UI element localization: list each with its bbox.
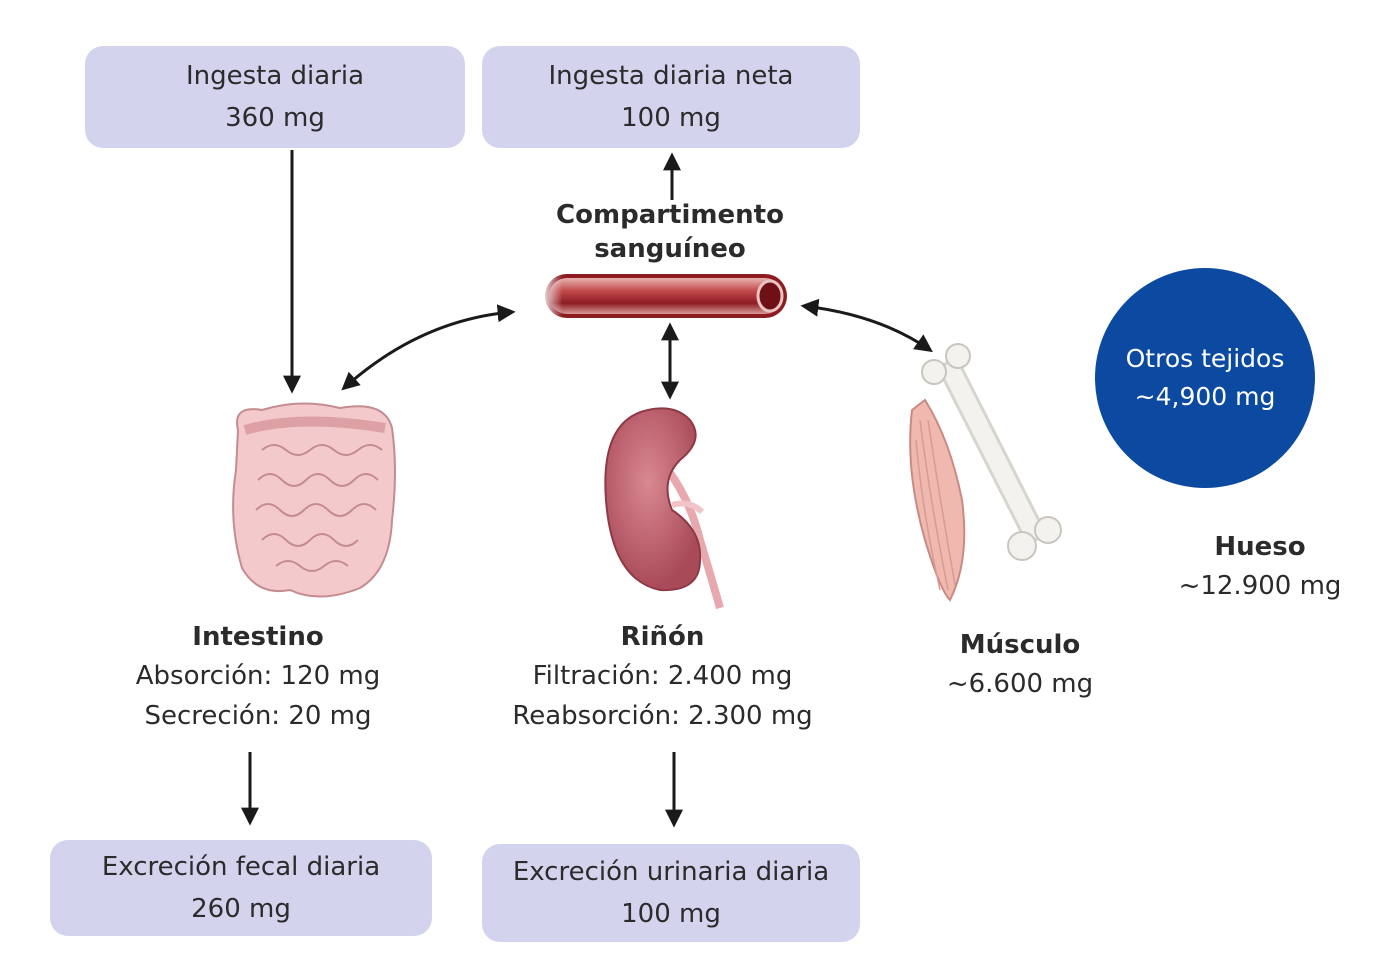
flow-arrows — [241, 150, 933, 828]
bone-icon — [921, 343, 1062, 561]
urinary-title: Excreción urinaria diaria — [512, 857, 830, 887]
muscle-value: ~6.600 mg — [946, 669, 1094, 699]
blood-title-line1: Compartimento — [556, 200, 784, 230]
blood-compartment-title: Compartimento sanguíneo — [520, 198, 820, 266]
kidney-title: Riñón — [620, 622, 705, 652]
other-tissues-circle: Otros tejidos ~4,900 mg — [1095, 268, 1315, 488]
net-intake-box: Ingesta diaria neta 100 mg — [482, 46, 860, 148]
arrow-blood-intestine — [341, 304, 516, 391]
intestine-icon — [232, 402, 396, 598]
net-intake-title: Ingesta diaria neta — [548, 61, 794, 91]
net-intake-value: 100 mg — [621, 103, 721, 133]
kidney-filtration: Filtración: 2.400 mg — [532, 661, 793, 691]
muscle-icon — [909, 398, 966, 602]
bone-title: Hueso — [1214, 532, 1306, 562]
bone-label: Hueso ~12.900 mg — [1160, 528, 1360, 606]
urinary-value: 100 mg — [621, 899, 721, 929]
blood-vessel-icon — [540, 270, 787, 322]
intestine-absorption: Absorción: 120 mg — [135, 661, 381, 691]
kidney-icon — [604, 407, 724, 610]
muscle-label: Músculo ~6.600 mg — [920, 626, 1120, 704]
intestine-secretion: Secreción: 20 mg — [144, 701, 372, 731]
intestine-title: Intestino — [192, 622, 324, 652]
arrow-blood-muscle — [800, 298, 933, 353]
other-tissues-title: Otros tejidos — [1125, 344, 1285, 373]
kidney-label: Riñón Filtración: 2.400 mg Reabsorción: … — [490, 618, 835, 736]
muscle-title: Músculo — [959, 630, 1081, 660]
blood-title-line2: sanguíneo — [594, 234, 746, 264]
kidney-reabsorption: Reabsorción: 2.300 mg — [512, 701, 813, 731]
fecal-value: 260 mg — [191, 894, 291, 924]
intake-value: 360 mg — [225, 103, 325, 133]
other-tissues-value: ~4,900 mg — [1134, 382, 1276, 411]
urinary-excretion-box: Excreción urinaria diaria 100 mg — [482, 844, 860, 942]
intestine-label: Intestino Absorción: 120 mg Secreción: 2… — [98, 618, 418, 736]
fecal-excretion-box: Excreción fecal diaria 260 mg — [50, 840, 432, 936]
fecal-title: Excreción fecal diaria — [101, 852, 381, 882]
bone-value: ~12.900 mg — [1178, 571, 1342, 601]
intake-title: Ingesta diaria — [185, 61, 365, 91]
intake-box: Ingesta diaria 360 mg — [85, 46, 465, 148]
